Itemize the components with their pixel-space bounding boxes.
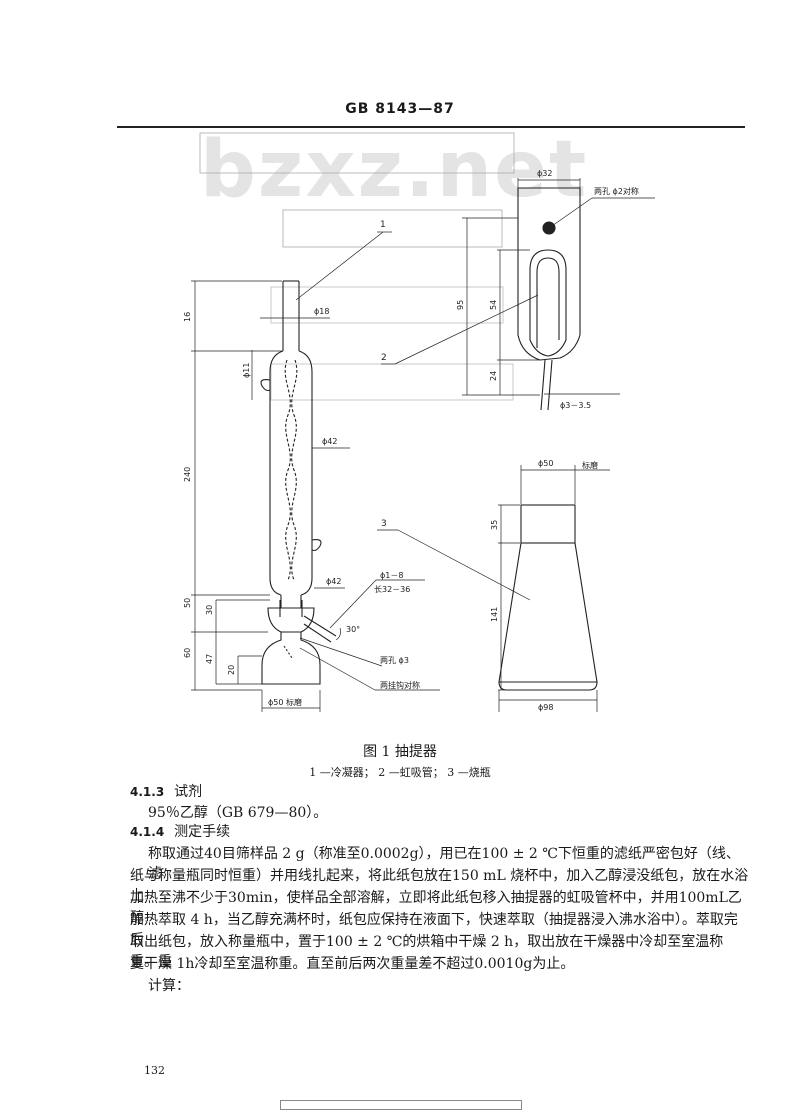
dim-bottom: ϕ50 标磨 — [268, 697, 302, 707]
dim-h50: 50 — [183, 598, 192, 608]
callout-3: 3 — [381, 519, 387, 529]
dim-d32: ϕ32 — [537, 169, 552, 178]
section-title: 测定手续 — [174, 824, 231, 840]
dim-tip: ϕ3－3.5 — [560, 401, 591, 410]
siphon-drawing — [517, 187, 581, 411]
condenser-drawing — [260, 280, 337, 685]
dim-h60: 60 — [183, 648, 192, 658]
figure-legend: 1 —冷凝器； 2 —虹吸管； 3 —烧瓶 — [309, 766, 491, 779]
dim-h240: 240 — [183, 467, 192, 482]
paragraph-line-6: 复干燥 1h冷却至室温称重。直至前后两次重量差不超过0.0010g为止。 — [130, 956, 575, 972]
dim-h35: 35 — [490, 520, 499, 530]
standard-header: GB 8143—87 — [345, 101, 455, 117]
dim-holes: 两孔 ϕ2对称 — [594, 186, 639, 196]
callout-1: 1 — [380, 220, 386, 230]
dim-d11: ϕ11 — [242, 363, 251, 378]
dim-d42-tube: ϕ42 — [322, 437, 337, 446]
extractor-figure: 1 2 3 ϕ18 ϕ42 ϕ42 ϕ1－8 长32－36 30° 两孔 ϕ3 … — [183, 132, 655, 712]
dim-side-tube: ϕ1－8 — [380, 571, 403, 580]
dim-flask-ground: 标磨 — [582, 460, 598, 470]
paragraph-line-1: 称取通过40目筛样品 2 g（称准至0.0002g），用已在100 ± 2 ℃下… — [148, 846, 740, 882]
dim-h95: 95 — [456, 300, 465, 310]
section-number: 4.1.4 — [130, 825, 165, 839]
paragraph-line-4: 加热萃取 4 h，当乙醇充满杯时，纸包应保持在液面下，快速萃取（抽提器浸入沸水浴… — [130, 912, 738, 948]
paragraph-line-5: 取出纸包，放入称量瓶中，置于100 ± 2 ℃的烘箱中干燥 2 h，取出放在干燥… — [130, 934, 724, 970]
dim-h54: 54 — [489, 300, 498, 310]
dim-h16: 16 — [183, 312, 192, 322]
overlay-box-4 — [270, 363, 514, 401]
overlay-box-1 — [199, 132, 515, 174]
section-title: 试剂 — [174, 784, 203, 800]
page-number: 132 — [144, 1064, 165, 1077]
calculation-label: 计算： — [148, 978, 190, 994]
header-rule — [117, 126, 745, 128]
dim-d42-joint: ϕ42 — [326, 577, 341, 586]
dim-hole: 两孔 ϕ3 — [380, 656, 409, 665]
callout-2: 2 — [381, 353, 387, 363]
dim-h20: 20 — [227, 665, 236, 675]
footer-box — [280, 1100, 522, 1110]
dim-d98: ϕ98 — [538, 703, 553, 712]
dim-h24: 24 — [489, 371, 498, 381]
section-4-1-4-heading: 4.1.4 测定手续 — [130, 822, 750, 842]
overlay-box-2 — [282, 209, 503, 248]
dim-angle: 30° — [346, 625, 360, 634]
dim-side-len: 长32－36 — [374, 584, 410, 594]
figure-caption: 图 1 抽提器 — [363, 744, 437, 760]
watermark: bzxz.net — [200, 125, 589, 215]
dim-h141: 141 — [490, 607, 499, 622]
dim-hooks: 两挂钩对称 — [380, 680, 420, 690]
dim-h47: 47 — [205, 654, 214, 664]
dim-h30: 30 — [205, 605, 214, 615]
dim-flask-d50: ϕ50 — [538, 459, 553, 468]
reagent-text: 95％乙醇（GB 679—80）。 — [148, 805, 328, 821]
paragraph-line-3: 加热至沸不少于30min，使样品全部溶解，立即将此纸包移入抽提器的虹吸管杯中，并… — [130, 890, 742, 926]
flask-drawing — [498, 504, 598, 691]
overlay-box-3 — [270, 286, 504, 324]
section-number: 4.1.3 — [130, 785, 165, 799]
paragraph-line-2: 纸与称量瓶同时恒重）并用线扎起来，将此纸包放在150 mL 烧杯中，加入乙醇浸没… — [130, 868, 749, 904]
section-4-1-3-heading: 4.1.3 试剂 — [130, 782, 750, 802]
dim-d18: ϕ18 — [314, 307, 329, 316]
